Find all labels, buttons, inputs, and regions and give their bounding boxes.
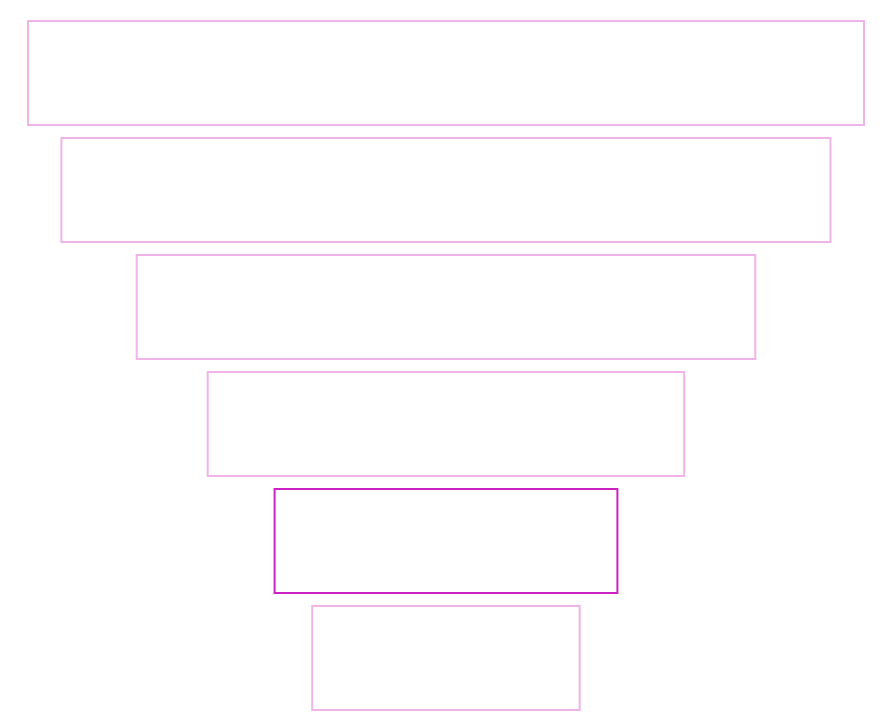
funnel-stage-1: [27, 20, 865, 126]
funnel-stage-4: [206, 371, 686, 477]
funnel-stage-3: [135, 254, 757, 360]
funnel-stage-5-highlighted: [273, 488, 619, 594]
funnel-stage-2: [60, 137, 832, 243]
funnel-stage-6: [311, 605, 581, 711]
funnel-stages: [27, 20, 865, 711]
